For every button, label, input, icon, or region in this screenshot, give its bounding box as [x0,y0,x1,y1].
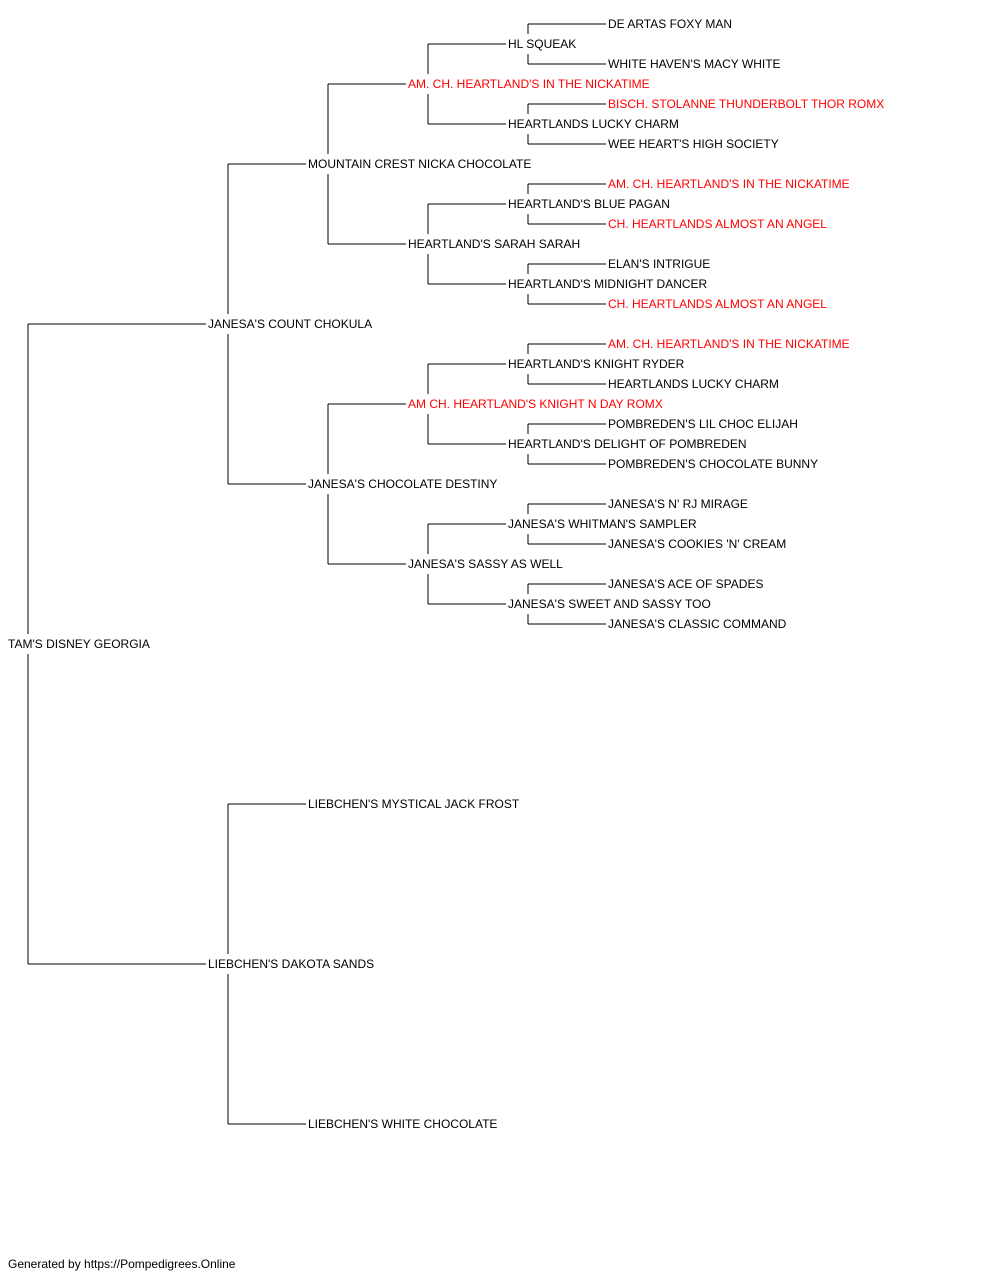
pedigree-name: JANESA'S CHOCOLATE DESTINY [308,477,497,491]
pedigree-name: JANESA'S WHITMAN'S SAMPLER [508,517,697,531]
pedigree-name: HEARTLANDS LUCKY CHARM [508,117,679,131]
pedigree-name: AM. CH. HEARTLAND'S IN THE NICKATIME [608,177,850,191]
pedigree-name: LIEBCHEN'S DAKOTA SANDS [208,957,374,971]
pedigree-name: AM. CH. HEARTLAND'S IN THE NICKATIME [608,337,850,351]
pedigree-name: TAM'S DISNEY GEORGIA [8,637,150,651]
pedigree-name-labels: TAM'S DISNEY GEORGIA JANESA'S COUNT CHOKU… [8,17,884,1131]
pedigree-name: JANESA'S COUNT CHOKULA [208,317,372,331]
pedigree-name: AM. CH. HEARTLAND'S IN THE NICKATIME [408,77,650,91]
pedigree-name: JANESA'S ACE OF SPADES [608,577,763,591]
pedigree-name: AM CH. HEARTLAND'S KNIGHT N DAY ROMX [408,397,663,411]
pedigree-name: JANESA'S SWEET AND SASSY TOO [508,597,711,611]
pedigree-name: LIEBCHEN'S WHITE CHOCOLATE [308,1117,497,1131]
pedigree-name: HEARTLAND'S SARAH SARAH [408,237,580,251]
pedigree-name: HEARTLAND'S KNIGHT RYDER [508,357,685,371]
pedigree-name: CH. HEARTLANDS ALMOST AN ANGEL [608,217,827,231]
pedigree-connector-lines [27,23,606,1125]
pedigree-name: JANESA'S CLASSIC COMMAND [608,617,787,631]
pedigree-name: ELAN'S INTRIGUE [608,257,710,271]
pedigree-name: DE ARTAS FOXY MAN [608,17,732,31]
pedigree-name: HEARTLAND'S BLUE PAGAN [508,197,670,211]
pedigree-name: HEARTLAND'S DELIGHT OF POMBREDEN [508,437,747,451]
pedigree-name: POMBREDEN'S LIL CHOC ELIJAH [608,417,798,431]
pedigree-name: HL SQUEAK [508,37,576,51]
pedigree-name: JANESA'S SASSY AS WELL [408,557,563,571]
pedigree-name: LIEBCHEN'S MYSTICAL JACK FROST [308,797,520,811]
pedigree-name: JANESA'S N' RJ MIRAGE [608,497,748,511]
pedigree-name: CH. HEARTLANDS ALMOST AN ANGEL [608,297,827,311]
pedigree-name: WHITE HAVEN'S MACY WHITE [608,57,781,71]
pedigree-name: BISCH. STOLANNE THUNDERBOLT THOR ROMX [608,97,884,111]
pedigree-name: HEARTLAND'S MIDNIGHT DANCER [508,277,708,291]
pedigree-name: MOUNTAIN CREST NICKA CHOCOLATE [308,157,531,171]
pedigree-name: WEE HEART'S HIGH SOCIETY [608,137,779,151]
pedigree-name: POMBREDEN'S CHOCOLATE BUNNY [608,457,818,471]
pedigree-name: JANESA'S COOKIES 'N' CREAM [608,537,786,551]
generated-by-footer: Generated by https://Pompedigrees.Online [8,1257,236,1271]
pedigree-name: HEARTLANDS LUCKY CHARM [608,377,779,391]
